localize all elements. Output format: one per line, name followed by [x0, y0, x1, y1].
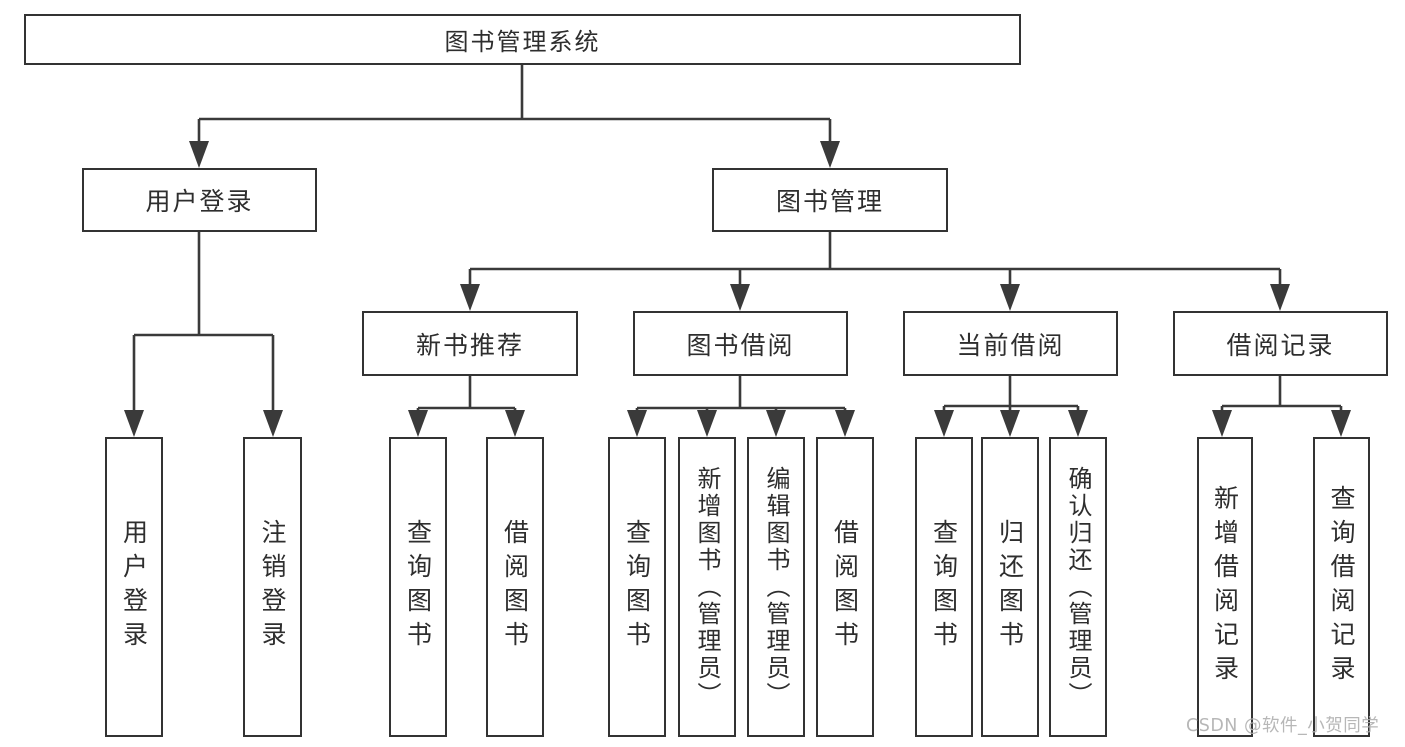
node-borrow-records: 借阅记录 — [1173, 311, 1388, 376]
node-current-borrowing: 当前借阅 — [903, 311, 1118, 376]
leaf-query-borrow-record: 查询借阅记录 — [1313, 437, 1370, 737]
arrowhead-down-icons — [124, 141, 1351, 437]
node-book-borrowing: 图书借阅 — [633, 311, 848, 376]
node-user-login-branch: 用户登录 — [82, 168, 317, 232]
leaf-borrow-books: 借阅图书 — [816, 437, 874, 737]
node-system-root: 图书管理系统 — [24, 14, 1021, 65]
leaf-query-books-recommend: 查询图书 — [389, 437, 447, 737]
leaf-confirm-return-admin: 确认归还（管理员） — [1049, 437, 1107, 737]
node-book-management-branch: 图书管理 — [712, 168, 948, 232]
leaf-add-borrow-record: 新增借阅记录 — [1197, 437, 1253, 737]
node-new-book-recommend: 新书推荐 — [362, 311, 578, 376]
leaf-return-book: 归还图书 — [981, 437, 1039, 737]
leaf-borrow-books-recommend: 借阅图书 — [486, 437, 544, 737]
leaf-query-books-current: 查询图书 — [915, 437, 973, 737]
csdn-watermark: CSDN @软件_小贺同学 — [1186, 716, 1380, 736]
leaf-logout: 注销登录 — [243, 437, 302, 737]
leaf-edit-book-admin: 编辑图书（管理员） — [747, 437, 805, 737]
leaf-add-book-admin: 新增图书（管理员） — [678, 437, 736, 737]
leaf-user-login: 用户登录 — [105, 437, 163, 737]
leaf-query-books-borrowing: 查询图书 — [608, 437, 666, 737]
